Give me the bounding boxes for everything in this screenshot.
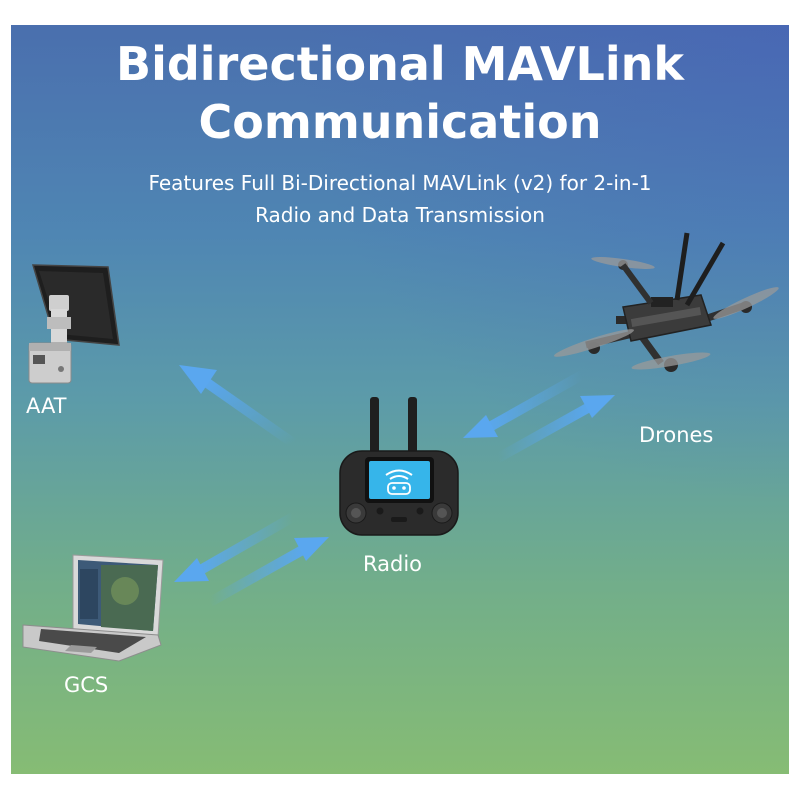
- node-label-drones: Drones: [639, 423, 714, 447]
- radio-controller-icon: [339, 397, 459, 536]
- tracker-antenna-icon: [28, 264, 120, 384]
- laptop-icon: [22, 554, 164, 662]
- arrow-radio-to-drones: [495, 395, 615, 463]
- arrow-radio-to-aat: [179, 365, 296, 448]
- node-label-gcs: GCS: [64, 673, 109, 697]
- diagram-title: Bidirectional MAVLink Communication: [11, 35, 789, 151]
- subtitle-line-2: Radio and Data Transmission: [255, 203, 545, 227]
- arrow-drones-to-radio: [463, 370, 585, 438]
- node-label-aat: AAT: [26, 394, 67, 418]
- subtitle-line-1: Features Full Bi-Directional MAVLink (v2…: [148, 171, 652, 195]
- title-line-2: Communication: [198, 95, 602, 149]
- diagram-artwork: [22, 232, 779, 662]
- title-line-1: Bidirectional MAVLink: [116, 37, 684, 91]
- arrow-gcs-to-radio: [207, 537, 329, 607]
- fpv-drone-icon: [554, 232, 779, 372]
- diagram-subtitle: Features Full Bi-Directional MAVLink (v2…: [11, 167, 789, 231]
- diagram-panel: Bidirectional MAVLink Communication Feat…: [11, 25, 789, 774]
- arrow-radio-to-gcs: [174, 512, 296, 582]
- node-label-radio: Radio: [363, 552, 423, 576]
